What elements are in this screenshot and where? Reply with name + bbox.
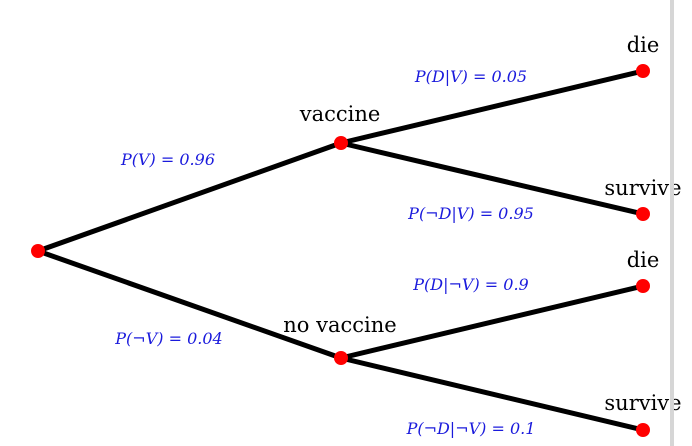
vaccine-die-node (636, 64, 650, 78)
no-vaccine-die-node (636, 279, 650, 293)
vaccine-survive-node (636, 207, 650, 221)
edge-vaccine-to-survive (338, 140, 646, 217)
prob-vaccine-die-label: P(D|V) = 0.05 (414, 67, 527, 86)
no-vaccine-survive-node (636, 423, 650, 437)
edge-no-vaccine-to-die (338, 283, 646, 361)
no-vaccine-label: no vaccine (283, 313, 396, 337)
vaccine-survive-label: survive (604, 176, 681, 200)
no-vaccine-die-label: die (627, 248, 660, 272)
vaccine-die-label: die (627, 33, 660, 57)
edge-root-to-vaccine (35, 140, 344, 254)
vaccine-label: vaccine (299, 102, 381, 126)
edge-root-to-no-vaccine (35, 248, 344, 361)
prob-no-vaccine-survive-label: P(¬D|¬V) = 0.1 (406, 419, 536, 438)
vaccine-node (334, 136, 348, 150)
edge-no-vaccine-to-survive (338, 355, 646, 433)
no-vaccine-survive-label: survive (604, 391, 681, 415)
prob-vaccine-label: P(V) = 0.96 (120, 150, 215, 169)
prob-no-vaccine-label: P(¬V) = 0.04 (114, 329, 222, 348)
no-vaccine-node (334, 351, 348, 365)
prob-vaccine-survive-label: P(¬D|V) = 0.95 (407, 204, 534, 223)
root-node (31, 244, 45, 258)
edge-vaccine-to-die (338, 68, 646, 146)
scrollbar-track[interactable] (670, 0, 674, 446)
prob-no-vaccine-die-label: P(D|¬V) = 0.9 (412, 275, 528, 294)
